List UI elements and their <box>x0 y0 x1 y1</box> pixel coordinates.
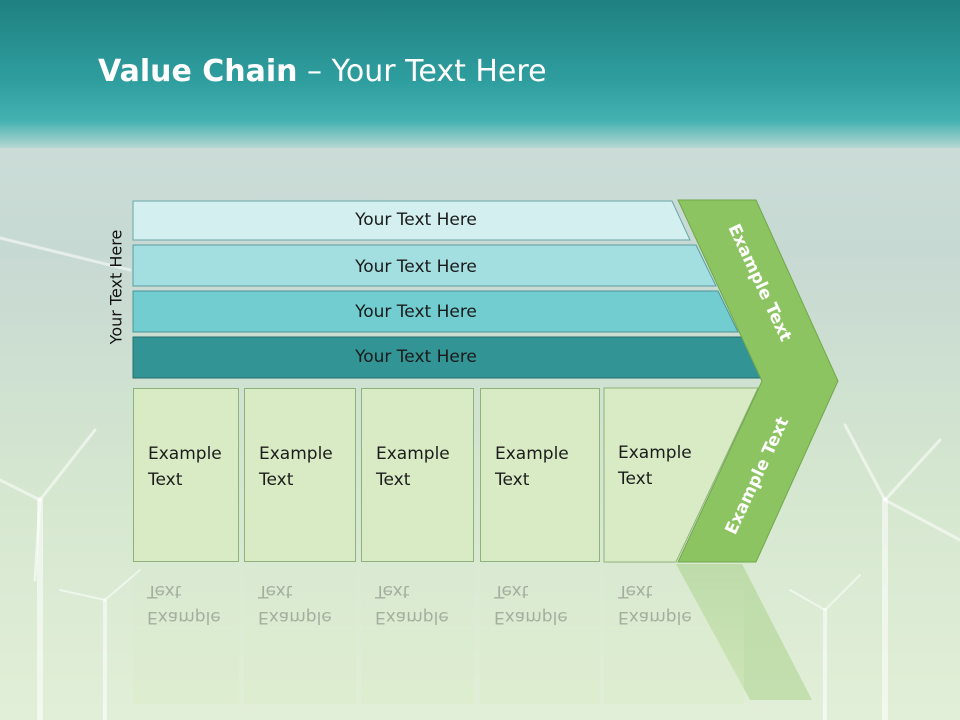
box-5-reflection-line2: Text <box>618 581 653 601</box>
box-2-reflection: Example Text <box>244 564 356 704</box>
box-5-reflection: Example Text <box>604 564 744 704</box>
box-2-line1: Example <box>259 444 333 464</box>
box-1-reflection-line2: Text <box>147 581 182 601</box>
box-3-reflection-line2: Text <box>375 581 410 601</box>
box-1-reflection-line1: Example <box>147 607 221 627</box>
box-3-reflection: Example Text <box>361 564 474 704</box>
band-3 <box>132 290 739 333</box>
title-rest: – Your Text Here <box>297 54 547 89</box>
box-4-line1: Example <box>495 444 569 464</box>
box-1-line2: Text <box>148 470 183 490</box>
box-5: Example Text <box>604 388 704 562</box>
box-5-line2: Text <box>618 469 653 489</box>
band-4-label: Your Text Here <box>354 347 477 367</box>
band-1 <box>132 200 691 241</box>
header-band <box>0 0 960 148</box>
box-4-line2: Text <box>495 470 530 490</box>
side-label-text: Your Text Here <box>106 229 126 345</box>
chevron-reflection <box>676 564 812 700</box>
box-4-reflection-line1: Example <box>494 607 568 627</box>
chevron-arrow <box>677 199 839 563</box>
box-3-line1: Example <box>376 444 450 464</box>
box-4: Example Text <box>480 388 600 562</box>
title-bold: Value Chain <box>98 54 298 89</box>
band-1-label: Your Text Here <box>354 210 477 230</box>
box-3-reflection-line1: Example <box>375 607 449 627</box>
band-3-label: Your Text Here <box>354 302 477 322</box>
box-2: Example Text <box>244 388 356 562</box>
slide-title: Value Chain – Your Text Here <box>98 54 547 89</box>
box-2-reflection-line1: Example <box>258 607 332 627</box>
box-5-reflection-line1: Example <box>618 607 692 627</box>
band-2-label: Your Text Here <box>354 257 477 277</box>
box-1-line1: Example <box>148 444 222 464</box>
box-3: Example Text <box>361 388 474 562</box>
box-4-reflection: Example Text <box>480 564 600 704</box>
box-5-line1: Example <box>618 443 692 463</box>
box-1: Example Text <box>133 388 239 562</box>
box-2-reflection-line2: Text <box>258 581 293 601</box>
box-3-line2: Text <box>376 470 411 490</box>
box-1-reflection: Example Text <box>133 564 239 704</box>
box-5-shape <box>603 387 759 563</box>
box-2-line2: Text <box>259 470 294 490</box>
band-2 <box>132 244 717 287</box>
box-4-reflection-line2: Text <box>494 581 529 601</box>
